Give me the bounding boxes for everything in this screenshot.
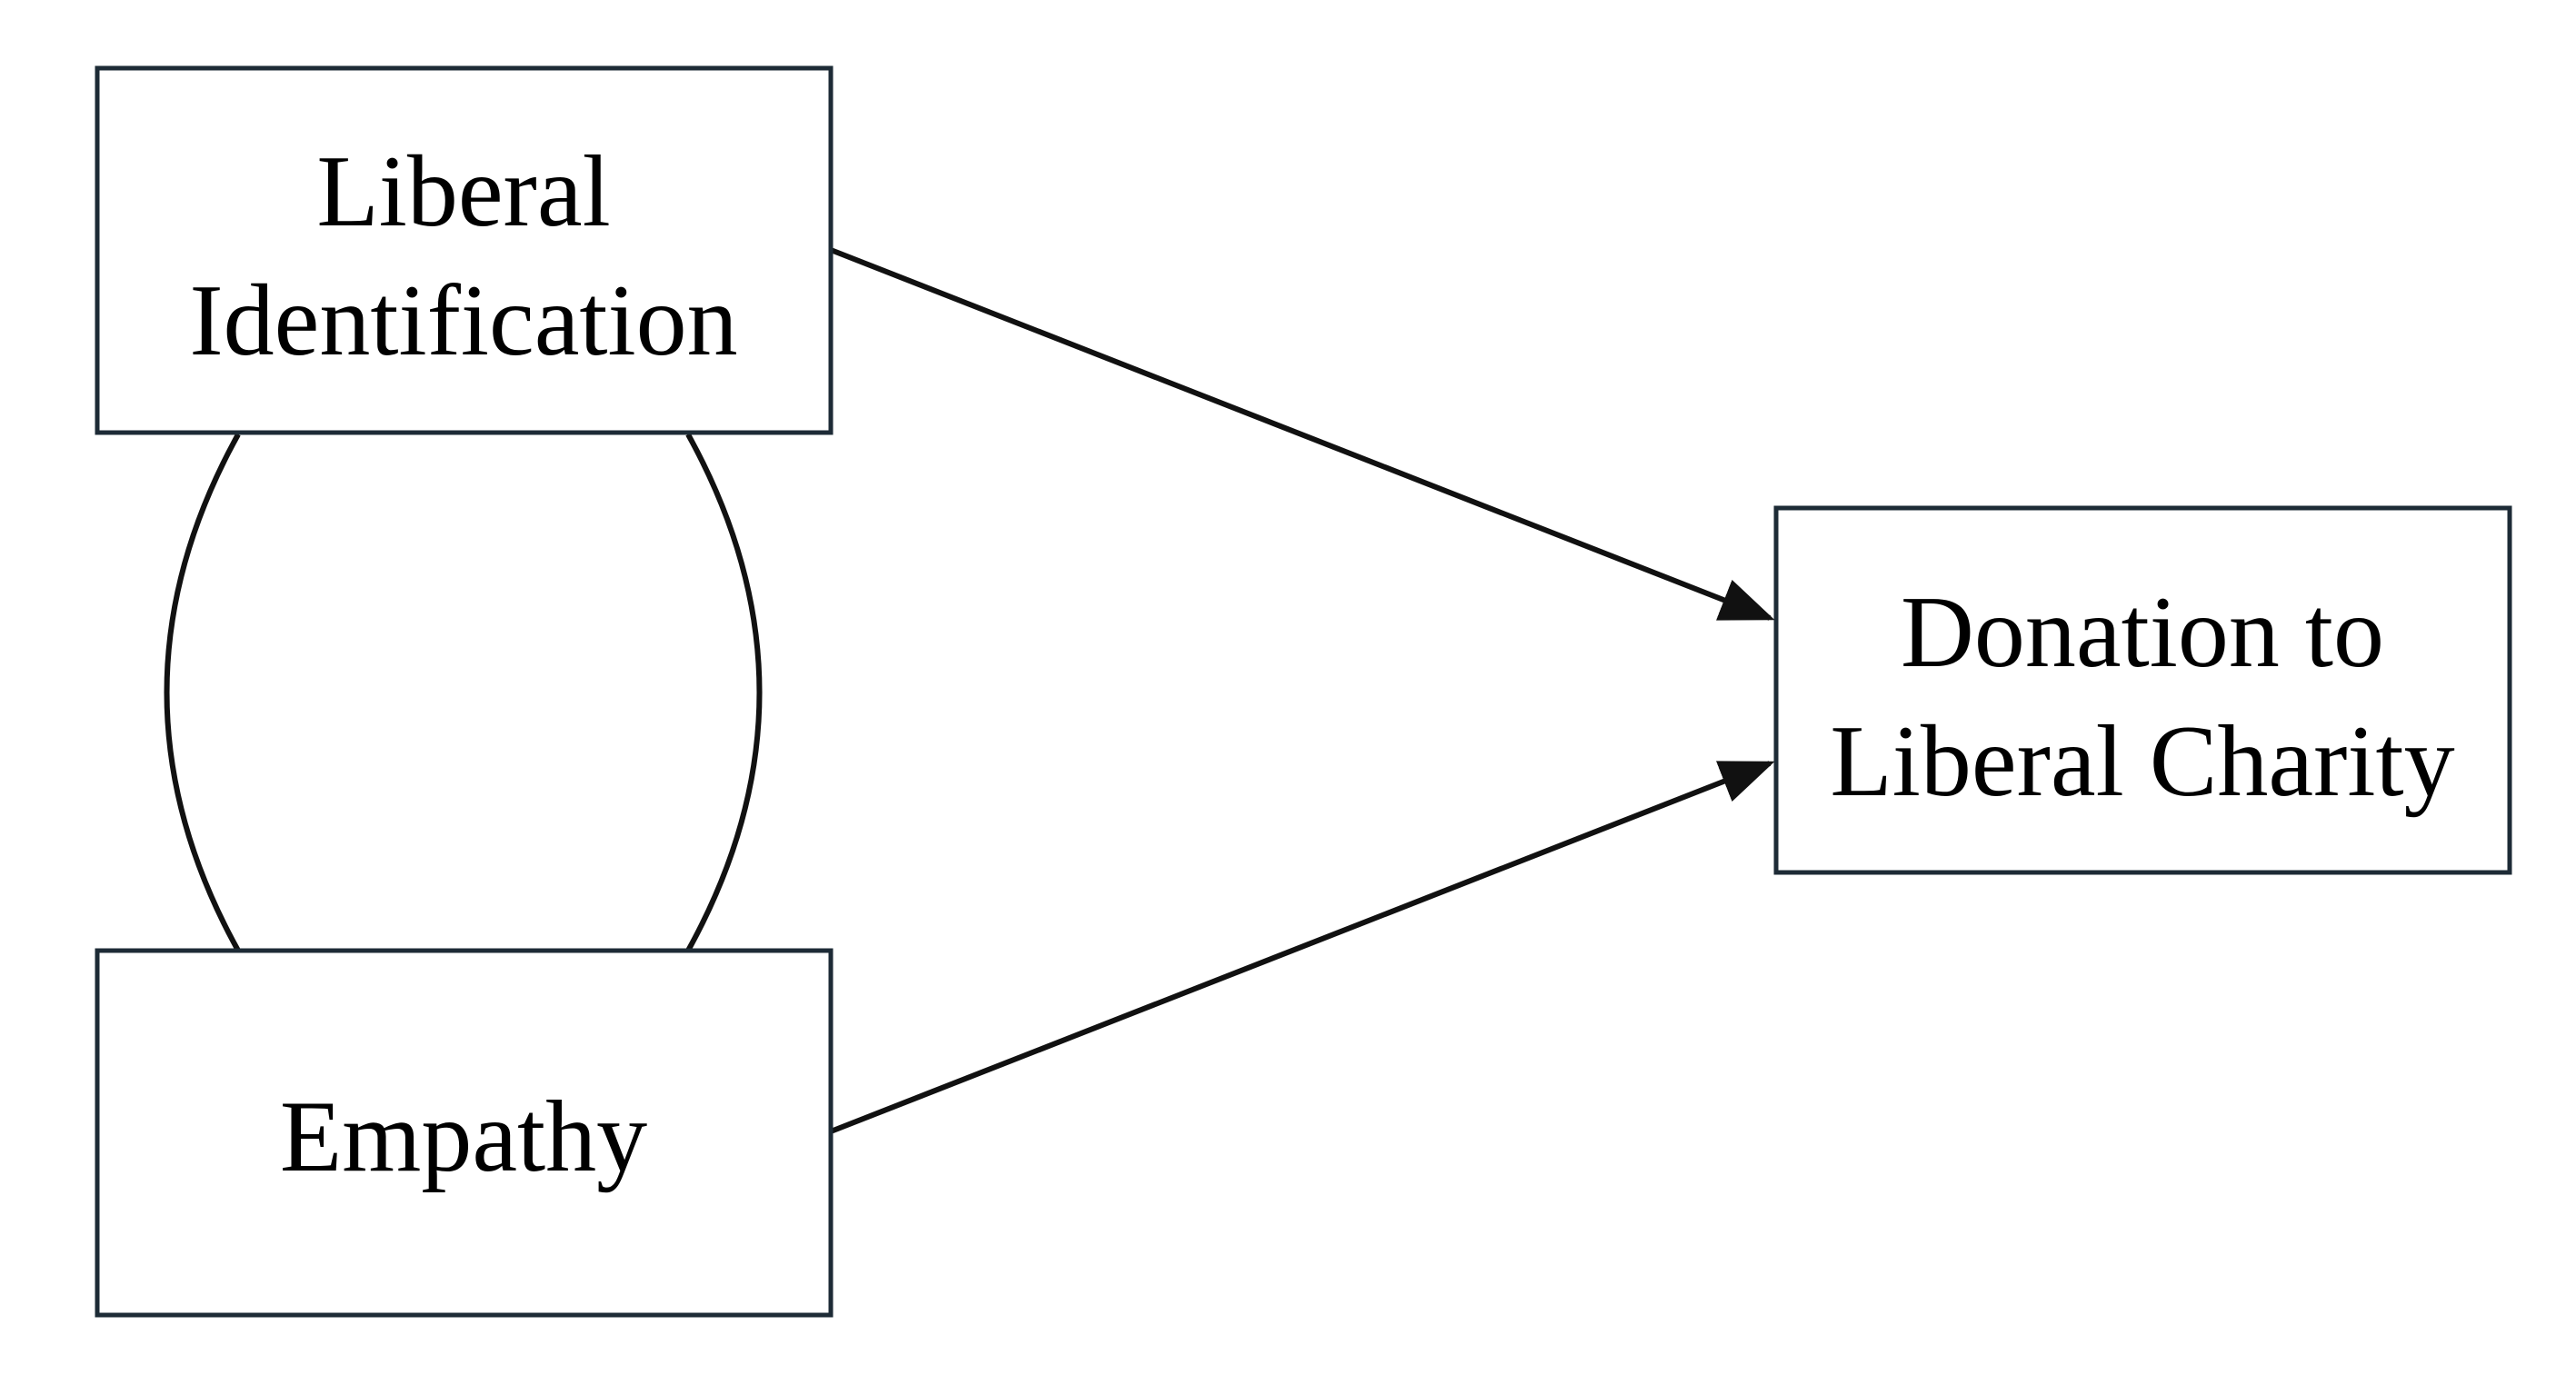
- node-empathy: Empathy: [95, 948, 834, 1318]
- arrow-liberal-to-donation: [829, 247, 1775, 621]
- node-donation-liberal-charity: Donation to Liberal Charity: [1773, 505, 2512, 875]
- correlation-curve-left: [164, 433, 241, 952]
- node-donation-line1: Donation to: [1901, 576, 2384, 689]
- correlation-curve-right: [685, 433, 763, 952]
- node-liberal-identification: Liberal Identification: [95, 65, 834, 435]
- node-empathy-label: Empathy: [280, 1081, 647, 1193]
- arrow-empathy-to-donation: [829, 761, 1775, 1134]
- node-donation-line2: Liberal Charity: [1830, 705, 2454, 818]
- node-liberal-line2: Identification: [189, 264, 737, 377]
- node-liberal-line1: Liberal: [316, 135, 610, 248]
